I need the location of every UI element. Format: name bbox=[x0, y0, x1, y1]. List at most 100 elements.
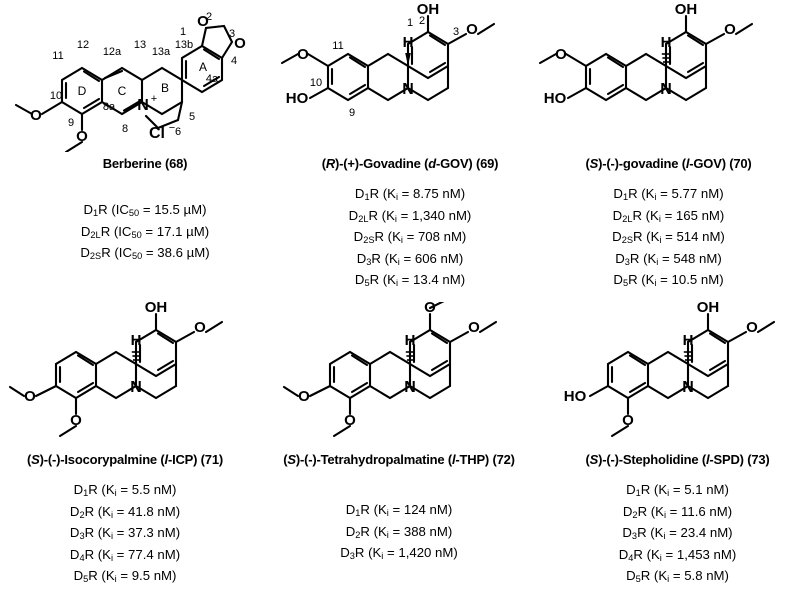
binding-data-70: D1R (Ki = 5.77 nM) D2LR (Ki = 165 nM) D2… bbox=[612, 185, 725, 293]
atom-label-ho: HO bbox=[564, 388, 587, 405]
binding-data-72: D1R (Ki = 124 nM) D2R (Ki = 388 nM) D3R … bbox=[340, 501, 458, 566]
data-row: D3R (Ki = 606 nM) bbox=[356, 250, 464, 267]
stereo-hash bbox=[683, 351, 693, 361]
data-row: D5R (Ki = 5.8 nM) bbox=[626, 568, 729, 585]
atom-label-h-stereo: H bbox=[683, 332, 694, 349]
data-row: D2SR (Ki = 708 nM) bbox=[353, 229, 467, 246]
data-row: D3R (Ki = 1,420 nM) bbox=[340, 545, 458, 562]
atom-label-o-9: O bbox=[76, 128, 88, 145]
tetrahydropalmatine-svg: H O O O O N bbox=[282, 302, 498, 438]
atom-label-ho: HO bbox=[544, 90, 567, 107]
compound-panel-r-govadine: H O HO OH O N 11 10 9 1 2 3 (R)-(+)-Gova… bbox=[276, 2, 544, 293]
atom-label-o-3: O bbox=[466, 21, 478, 38]
compound-name-73: (S)-(-)-Stepholidine (l-SPD) (73) bbox=[585, 452, 770, 467]
compound-name-69: (R)-(+)-Govadine (d-GOV) (69) bbox=[321, 156, 499, 171]
charge-plus: + bbox=[151, 93, 157, 105]
position-4a: 4a bbox=[206, 73, 219, 85]
data-row: D1R (IC50 = 15.5 µM) bbox=[83, 202, 207, 219]
atom-label-h-stereo: H bbox=[131, 332, 142, 349]
atom-label-ho-10: HO bbox=[286, 90, 309, 107]
s-govadine-svg: H O HO OH O N bbox=[538, 2, 754, 107]
compound-name-70: (S)-(-)-govadine (l-GOV) (70) bbox=[585, 156, 752, 171]
position-10: 10 bbox=[310, 77, 322, 89]
data-row: D4R (Ki = 77.4 nM) bbox=[69, 546, 181, 563]
atom-label-o-methoxy-right: O bbox=[194, 319, 206, 336]
atom-label-o-methoxy-right: O bbox=[468, 319, 480, 336]
structure-tetrahydropalmatine: H O O O O N bbox=[244, 302, 554, 450]
atom-label-oh: OH bbox=[697, 302, 720, 316]
position-6: 6 bbox=[175, 126, 181, 138]
atom-label-n: N bbox=[660, 81, 672, 98]
isocorypalmine-svg: H O O OH O N bbox=[8, 302, 224, 438]
atom-label-n: N bbox=[130, 379, 142, 396]
data-row: D2LR (IC50 = 17.1 µM) bbox=[80, 223, 210, 240]
atom-label-o-methoxy-bottom: O bbox=[70, 412, 82, 429]
atom-label-n: N bbox=[402, 81, 414, 98]
berberine-svg: O O O O N + Cl − D C B A 11 12 12a 13 13… bbox=[14, 11, 246, 152]
data-row: D2SR (IC50 = 38.6 µM) bbox=[80, 245, 210, 262]
position-10: 10 bbox=[50, 90, 62, 102]
compound-name-71: (S)-(-)-Isocorypalmine (l-ICP) (71) bbox=[27, 452, 223, 467]
compound-panel-s-govadine: H O HO OH O N (S)-(-)-govadine (l-GOV) (… bbox=[534, 2, 803, 293]
atom-label-h-stereo: H bbox=[403, 34, 414, 51]
ring-label-d: D bbox=[78, 84, 87, 98]
r-govadine-svg: H O HO OH O N 11 10 9 1 2 3 bbox=[280, 2, 496, 119]
data-row: D3R (Ki = 37.3 nM) bbox=[69, 525, 181, 542]
atom-label-o-2-dioxole: O bbox=[197, 13, 209, 30]
stereo-hash bbox=[405, 351, 415, 361]
atom-label-o-methoxy-left: O bbox=[24, 388, 36, 405]
ring-label-a: A bbox=[199, 60, 207, 74]
data-row: D5R (Ki = 13.4 nM) bbox=[354, 272, 466, 289]
atom-label-n-quaternary: N bbox=[137, 97, 149, 114]
structure-berberine: O O O O N + Cl − D C B A 11 12 12a 13 13… bbox=[0, 2, 290, 152]
atom-label-o-11: O bbox=[297, 46, 309, 63]
data-row: D3R (Ki = 548 nM) bbox=[615, 250, 722, 267]
compound-panel-stepholidine: H HO O OH O N (S)-(-)-Stepholidine (l-SP… bbox=[552, 302, 803, 589]
structure-r-govadine: H O HO OH O N 11 10 9 1 2 3 bbox=[276, 2, 544, 152]
ring-label-b: B bbox=[161, 81, 169, 95]
compound-name-68: Berberine (68) bbox=[102, 156, 188, 171]
data-row: D2LR (Ki = 165 nM) bbox=[612, 207, 725, 224]
position-13a: 13a bbox=[152, 46, 171, 58]
position-4: 4 bbox=[231, 55, 237, 67]
data-row: D1R (Ki = 5.5 nM) bbox=[73, 482, 177, 499]
atom-label-o-methoxy-bottom: O bbox=[344, 412, 356, 429]
atom-label-o-methoxy-top: O bbox=[424, 302, 436, 316]
position-8: 8 bbox=[122, 123, 128, 135]
binding-data-71: D1R (Ki = 5.5 nM) D2R (Ki = 41.8 nM) D3R… bbox=[70, 481, 180, 589]
atom-label-o-methoxy-2: O bbox=[724, 21, 736, 38]
position-1: 1 bbox=[180, 26, 186, 38]
position-11: 11 bbox=[52, 50, 63, 62]
structure-s-govadine: H O HO OH O N bbox=[534, 2, 803, 152]
stereo-wedge bbox=[405, 53, 411, 66]
compound-name-72: (S)-(-)-Tetrahydropalmatine (l-THP) (72) bbox=[283, 452, 515, 467]
atom-label-o-methoxy: O bbox=[555, 46, 567, 63]
data-row: D2R (Ki = 41.8 nM) bbox=[69, 503, 181, 520]
atom-label-o-methoxy-bottom: O bbox=[622, 412, 634, 429]
position-13: 13 bbox=[134, 39, 146, 51]
structure-isocorypalmine: H O O OH O N bbox=[0, 302, 250, 450]
charge-minus: − bbox=[169, 122, 175, 134]
structure-stepholidine: H HO O OH O N bbox=[552, 302, 803, 450]
data-row: D1R (Ki = 8.75 nM) bbox=[354, 186, 466, 203]
data-row: D1R (Ki = 5.1 nM) bbox=[626, 482, 729, 499]
data-row: D5R (Ki = 10.5 nM) bbox=[613, 272, 724, 289]
compound-panel-berberine: O O O O N + Cl − D C B A 11 12 12a 13 13… bbox=[0, 2, 290, 266]
position-9: 9 bbox=[349, 107, 355, 119]
stereo-hash bbox=[661, 53, 671, 63]
position-2: 2 bbox=[206, 11, 212, 23]
stepholidine-svg: H HO O OH O N bbox=[564, 302, 776, 438]
data-row: D1R (Ki = 5.77 nM) bbox=[613, 186, 724, 203]
position-1: 1 bbox=[407, 17, 413, 29]
atom-label-h-stereo: H bbox=[661, 34, 672, 51]
compound-panel-tetrahydropalmatine: H O O O O N (S)-(-)-Tetrahydropalmatine … bbox=[244, 302, 554, 566]
position-3: 3 bbox=[229, 28, 235, 40]
data-row: D2R (Ki = 11.6 nM) bbox=[622, 503, 733, 520]
data-row: D4R (Ki = 1,453 nM) bbox=[618, 546, 737, 563]
binding-data-73: D1R (Ki = 5.1 nM) D2R (Ki = 11.6 nM) D3R… bbox=[619, 481, 737, 589]
atom-label-oh-2: OH bbox=[417, 2, 440, 18]
position-12a: 12a bbox=[103, 46, 122, 58]
data-row: D2SR (Ki = 514 nM) bbox=[612, 229, 725, 246]
data-row: D3R (Ki = 23.4 nM) bbox=[622, 525, 733, 542]
data-row: D2R (Ki = 388 nM) bbox=[345, 523, 453, 540]
